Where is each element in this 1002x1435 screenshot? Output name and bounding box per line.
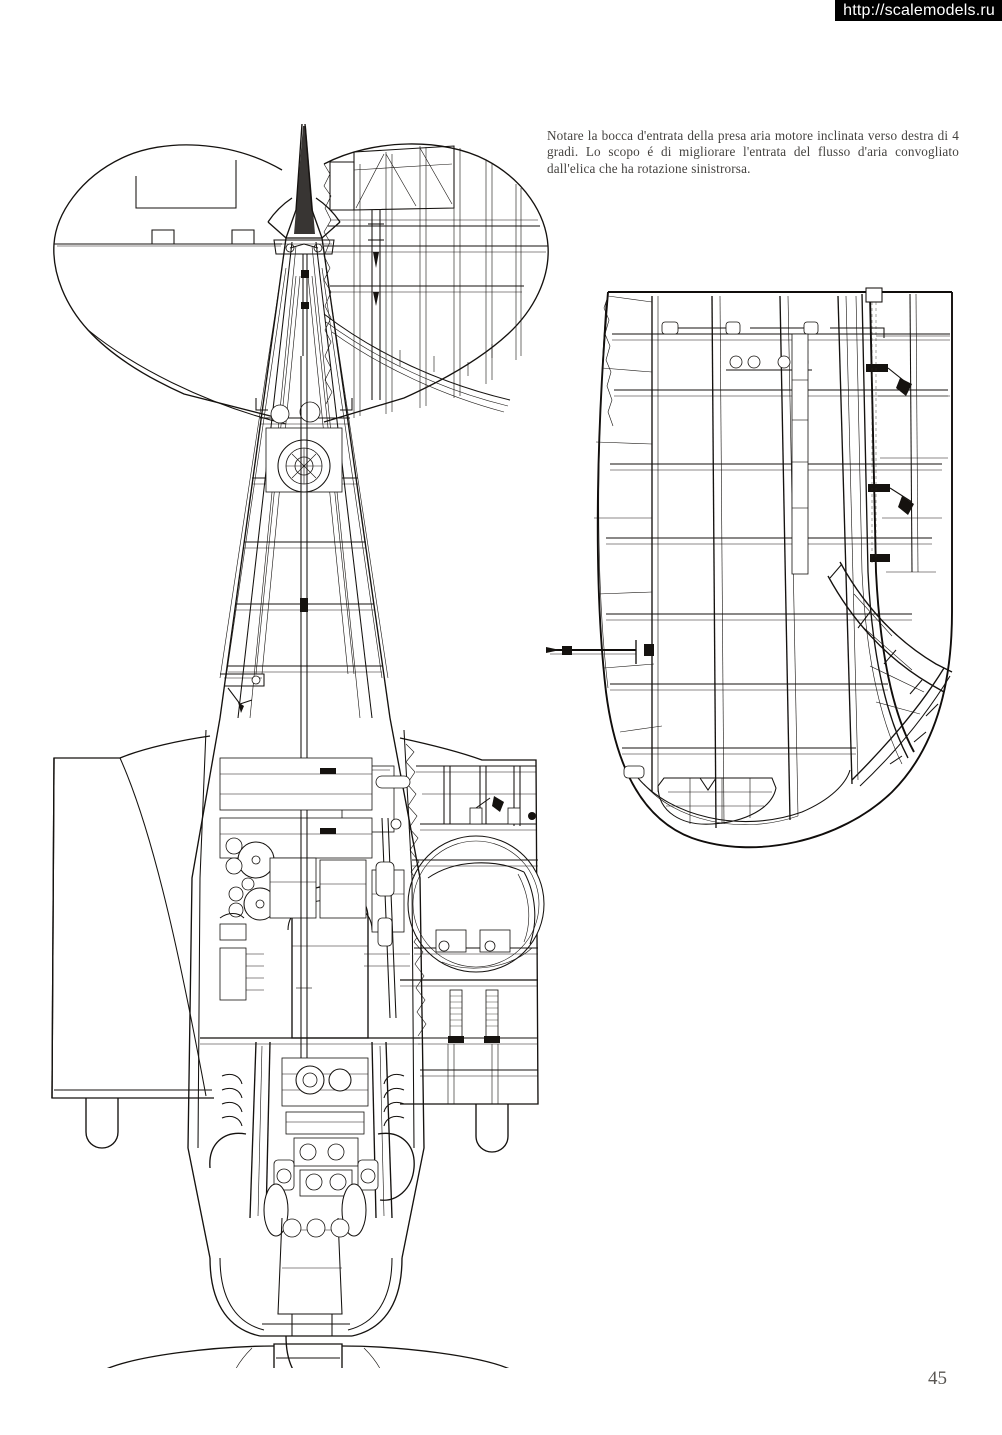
exhaust-stacks (209, 1073, 415, 1237)
flap-actuators (448, 989, 500, 1043)
centre-fuselage-cutaway (187, 717, 425, 1259)
engine-bearers (249, 1041, 393, 1219)
engine-cowling (209, 1217, 403, 1368)
vertical-fin-and-rudder (267, 123, 341, 356)
wing-systems (661, 321, 885, 575)
engine-block (273, 1057, 379, 1197)
fuselage-plan-cutaway-figure (51, 123, 549, 1368)
flap-frame (827, 561, 953, 787)
wingtip-ribs (623, 765, 851, 826)
left-accessory-cluster (219, 837, 277, 941)
right-wing-root-cutaway (399, 737, 545, 1153)
root-cut-edge (603, 295, 614, 427)
site-watermark: http://scalemodels.ru (835, 0, 1002, 21)
control-pulley (265, 401, 343, 493)
equipment-box (219, 757, 373, 811)
nose-ribs (594, 295, 663, 733)
rear-fuselage (219, 237, 402, 833)
wing-structure-figure (546, 287, 953, 849)
main-wheel-well (407, 835, 545, 973)
left-horizontal-stabiliser (53, 144, 287, 425)
propeller-assembly (107, 1343, 509, 1368)
right-horizontal-stabiliser-cutaway (323, 143, 549, 423)
aileron-frame (855, 287, 950, 765)
left-wing-root (51, 735, 214, 1149)
tail-control-fittings (220, 673, 265, 713)
page-number: 45 (928, 1368, 947, 1389)
pitot-tube (546, 640, 654, 664)
figure-caption: Notare la bocca d'entrata della presa ar… (547, 128, 959, 176)
fuel-tank (269, 857, 405, 1039)
wing-planform (596, 291, 953, 849)
